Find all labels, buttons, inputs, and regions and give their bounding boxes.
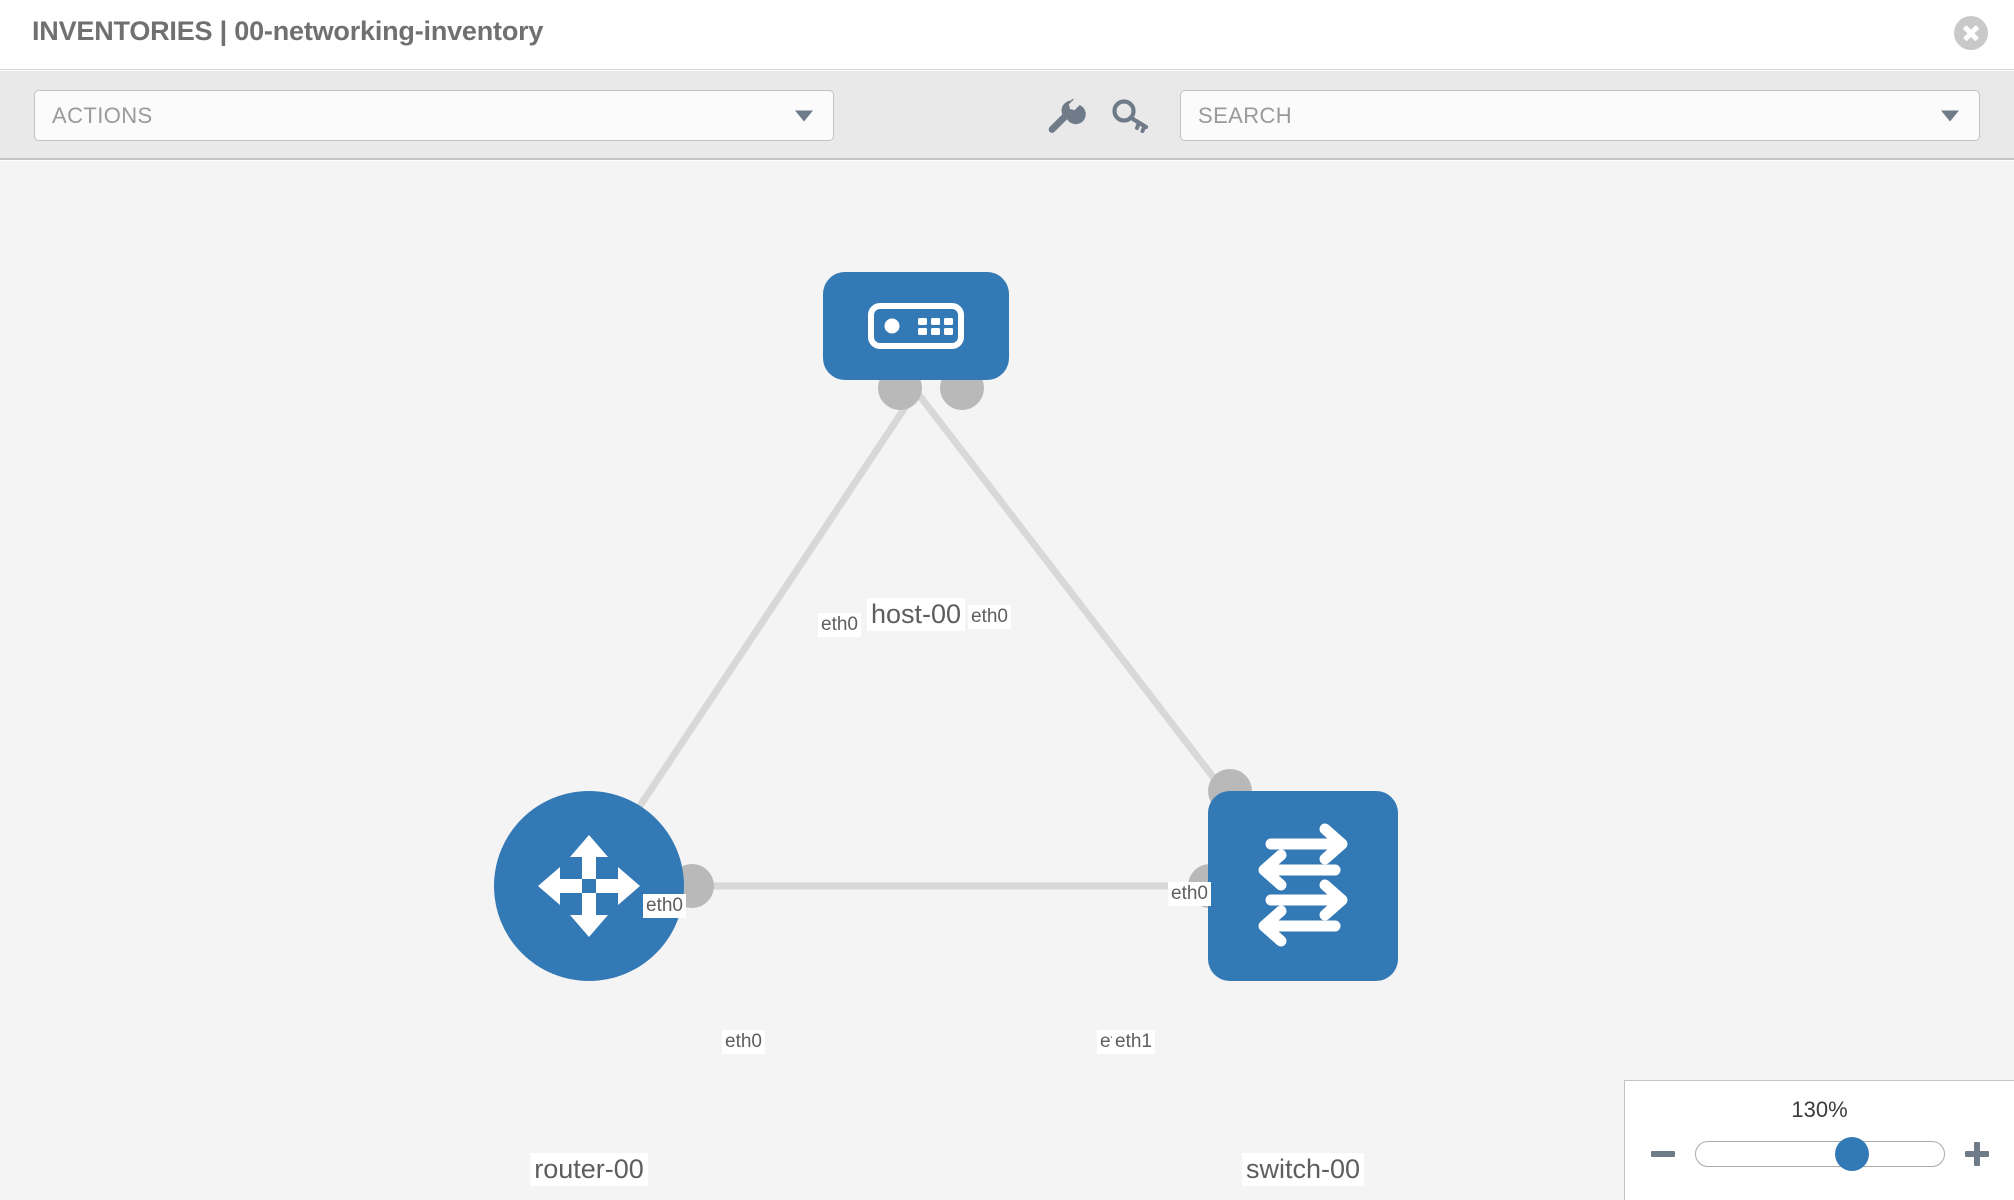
search-input-placeholder: SEARCH	[1198, 102, 1293, 128]
node-router-00[interactable]	[494, 791, 684, 981]
node-label-host-00: host-00	[866, 598, 966, 631]
iface-label-host00-right: eth0	[968, 605, 1011, 629]
iface-label-host00-left: eth0	[818, 613, 861, 637]
zoom-level-value: 130%	[1791, 1097, 1848, 1122]
switch-arrows-icon	[1258, 823, 1348, 947]
page-header: INVENTORIES | 00-networking-inventory	[0, 0, 2014, 70]
plus-icon[interactable]	[1963, 1140, 1991, 1168]
key-icon[interactable]	[1108, 93, 1154, 139]
iface-label-router00-uplink: eth0	[643, 894, 686, 918]
node-label-router-00: router-00	[530, 1153, 648, 1186]
actions-dropdown[interactable]: ACTIONS	[34, 90, 834, 141]
node-label-switch-00: switch-00	[1241, 1153, 1365, 1186]
server-device-icon	[868, 303, 964, 349]
zoom-slider[interactable]	[1694, 1137, 1945, 1171]
link-host00-switch00	[912, 387, 1274, 855]
zoom-control-panel: 130%	[1624, 1080, 2014, 1200]
iface-label-router00-eth0: eth0	[722, 1030, 765, 1054]
zoom-control-row	[1625, 1137, 2014, 1171]
iface-label-switch00-eth1: eth1	[1112, 1030, 1155, 1054]
iface-label-switch00-uplink: eth0	[1168, 882, 1211, 906]
link-host00-router00	[606, 387, 920, 855]
close-icon[interactable]	[1954, 16, 1988, 50]
topology-links	[606, 387, 1274, 890]
router-arrows-icon	[538, 835, 640, 937]
node-host-00[interactable]	[823, 272, 1009, 380]
topology-canvas[interactable]: host-00 router-00	[0, 161, 2014, 1200]
actions-dropdown-label: ACTIONS	[52, 102, 153, 128]
chevron-down-icon	[1941, 110, 1959, 121]
toolbar: ACTIONS SEARCH	[0, 71, 2014, 160]
zoom-slider-thumb[interactable]	[1834, 1137, 1869, 1171]
page-title: INVENTORIES | 00-networking-inventory	[32, 16, 544, 46]
minus-icon[interactable]	[1649, 1140, 1677, 1168]
search-input[interactable]: SEARCH	[1180, 90, 1980, 141]
chevron-down-icon	[795, 110, 813, 121]
node-switch-00[interactable]	[1208, 791, 1398, 981]
wrench-icon[interactable]	[1040, 93, 1086, 139]
